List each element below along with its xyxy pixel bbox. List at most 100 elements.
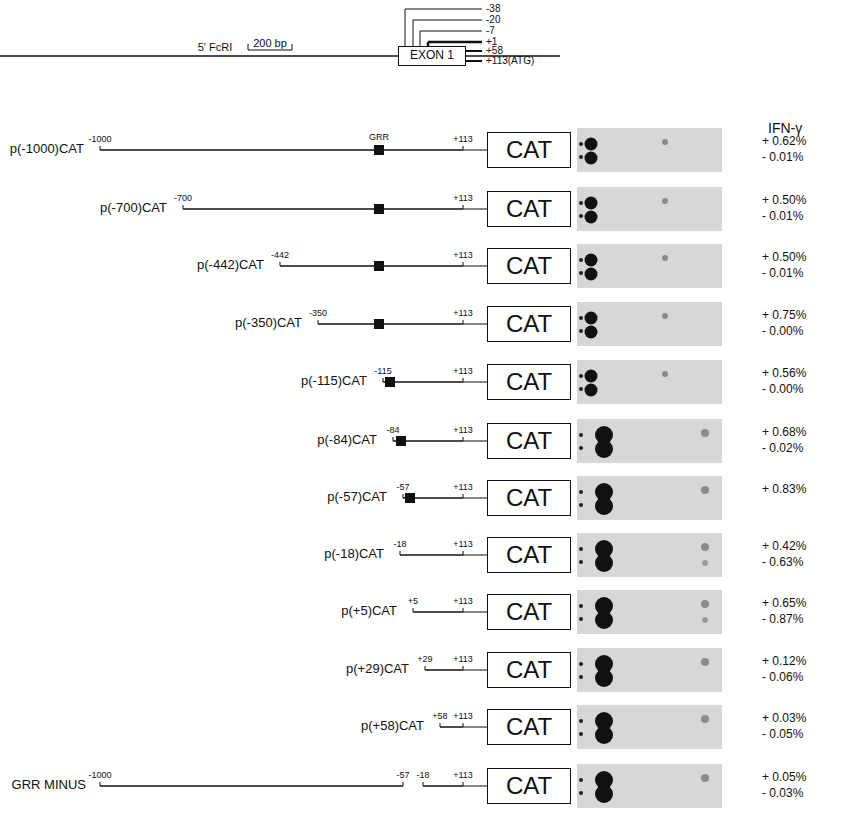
tlc-origin: [579, 446, 583, 450]
position-label: +113: [453, 539, 473, 549]
scale-bar: [248, 50, 292, 51]
scale-bar: [248, 44, 249, 50]
construct-line: [318, 323, 463, 325]
acetylated-spot: [702, 560, 708, 566]
position-label: +58: [486, 45, 503, 57]
start-site-marker: [466, 60, 482, 62]
position-label: -1000: [88, 770, 111, 780]
construct-line: [463, 551, 464, 555]
vector-junction: [463, 150, 487, 151]
position-label: -57: [396, 482, 409, 492]
position-label: +113: [453, 250, 473, 260]
acetylated-spot: [662, 371, 668, 377]
reporter-label: CAT: [506, 369, 552, 395]
position-label: +113: [453, 654, 473, 664]
position-label: +113: [453, 596, 473, 606]
construct-line: [280, 265, 463, 267]
tlc-origin: [579, 675, 583, 679]
tlc-origin: [579, 214, 583, 218]
construct-name: p(-115)CAT: [301, 374, 367, 389]
reporter-box: CAT: [487, 768, 571, 804]
tlc-origin: [579, 732, 583, 736]
construct-line: [463, 608, 464, 612]
cat-activity: + 0.50%: [762, 194, 806, 208]
acetylated-spot: [662, 255, 668, 261]
acetylated-spot: [662, 313, 668, 319]
cat-activity: + 0.03%: [762, 712, 806, 726]
position-label: +113: [453, 711, 473, 721]
cat-activity: - 0.05%: [762, 728, 803, 742]
reporter-label: CAT: [506, 137, 552, 163]
construct-line: [393, 437, 394, 441]
cat-activity: + 0.05%: [762, 771, 806, 785]
construct-line: [440, 723, 441, 727]
construct-line: [463, 262, 464, 266]
tlc-origin: [579, 433, 583, 437]
position-label: -350: [309, 308, 327, 318]
tlc-origin: [579, 258, 583, 262]
element-label: GRR: [369, 132, 389, 142]
start-site-marker: [405, 9, 482, 10]
position-label: +113: [453, 425, 473, 435]
start-site-marker: [420, 31, 482, 32]
construct-line: [463, 437, 464, 441]
tlc-origin: [579, 142, 583, 146]
construct-name: p(-700)CAT: [100, 201, 167, 216]
tlc-plate: [577, 533, 722, 577]
position-label: -18: [393, 539, 406, 549]
start-site-marker: [420, 31, 421, 46]
construct-line: [463, 320, 464, 324]
reporter-label: CAT: [506, 196, 552, 222]
chloramphenicol-spot: [585, 326, 598, 339]
tlc-origin: [579, 778, 583, 782]
construct-name: p(-1000)CAT: [10, 142, 84, 157]
position-label: +113: [453, 308, 473, 318]
tlc-plate: [577, 476, 722, 520]
start-site-marker: [413, 20, 482, 21]
cat-activity: + 0.42%: [762, 540, 806, 554]
tlc-origin: [579, 490, 583, 494]
tlc-origin: [579, 560, 583, 564]
construct-name: p(+58)CAT: [361, 719, 424, 734]
cat-activity: - 0.00%: [762, 383, 803, 397]
start-site-marker: [428, 41, 482, 44]
construct-line: [463, 666, 464, 670]
column-header: IFN-γ: [768, 120, 802, 136]
position-label: +113: [453, 482, 473, 492]
reporter-label: CAT: [506, 657, 552, 683]
chloramphenicol-spot: [585, 384, 598, 397]
position-label: -1000: [88, 134, 111, 144]
tlc-origin: [579, 387, 583, 391]
reporter-label: CAT: [506, 773, 552, 799]
tlc-plate: [577, 648, 722, 692]
construct-line: [463, 782, 464, 786]
grr-element: [374, 145, 384, 155]
vector-junction: [463, 727, 487, 728]
construct-line: [463, 146, 464, 150]
vector-junction: [463, 441, 487, 442]
construct-line: [463, 723, 464, 727]
tlc-origin: [579, 791, 583, 795]
acetylated-spot: [701, 429, 709, 437]
position-label: -7: [486, 25, 495, 37]
construct-line: [183, 205, 184, 209]
reporter-label: CAT: [506, 714, 552, 740]
start-site-marker: [466, 50, 482, 52]
construct-line: [423, 785, 463, 787]
position-label: -38: [486, 3, 500, 15]
exon-box: EXON 1: [398, 46, 466, 66]
grr-element: [405, 493, 415, 503]
chloramphenicol-spot: [595, 440, 613, 458]
chloramphenicol-spot: [585, 197, 598, 210]
reporter-box: CAT: [487, 423, 571, 459]
reporter-box: CAT: [487, 364, 571, 400]
position-label: +5: [408, 596, 418, 606]
position-label: +113: [453, 770, 473, 780]
tlc-origin: [579, 719, 583, 723]
chloramphenicol-spot: [585, 254, 598, 267]
position-label: +113: [453, 134, 473, 144]
acetylated-spot: [701, 715, 709, 723]
cat-activity: - 0.01%: [762, 267, 803, 281]
tlc-origin: [579, 662, 583, 666]
